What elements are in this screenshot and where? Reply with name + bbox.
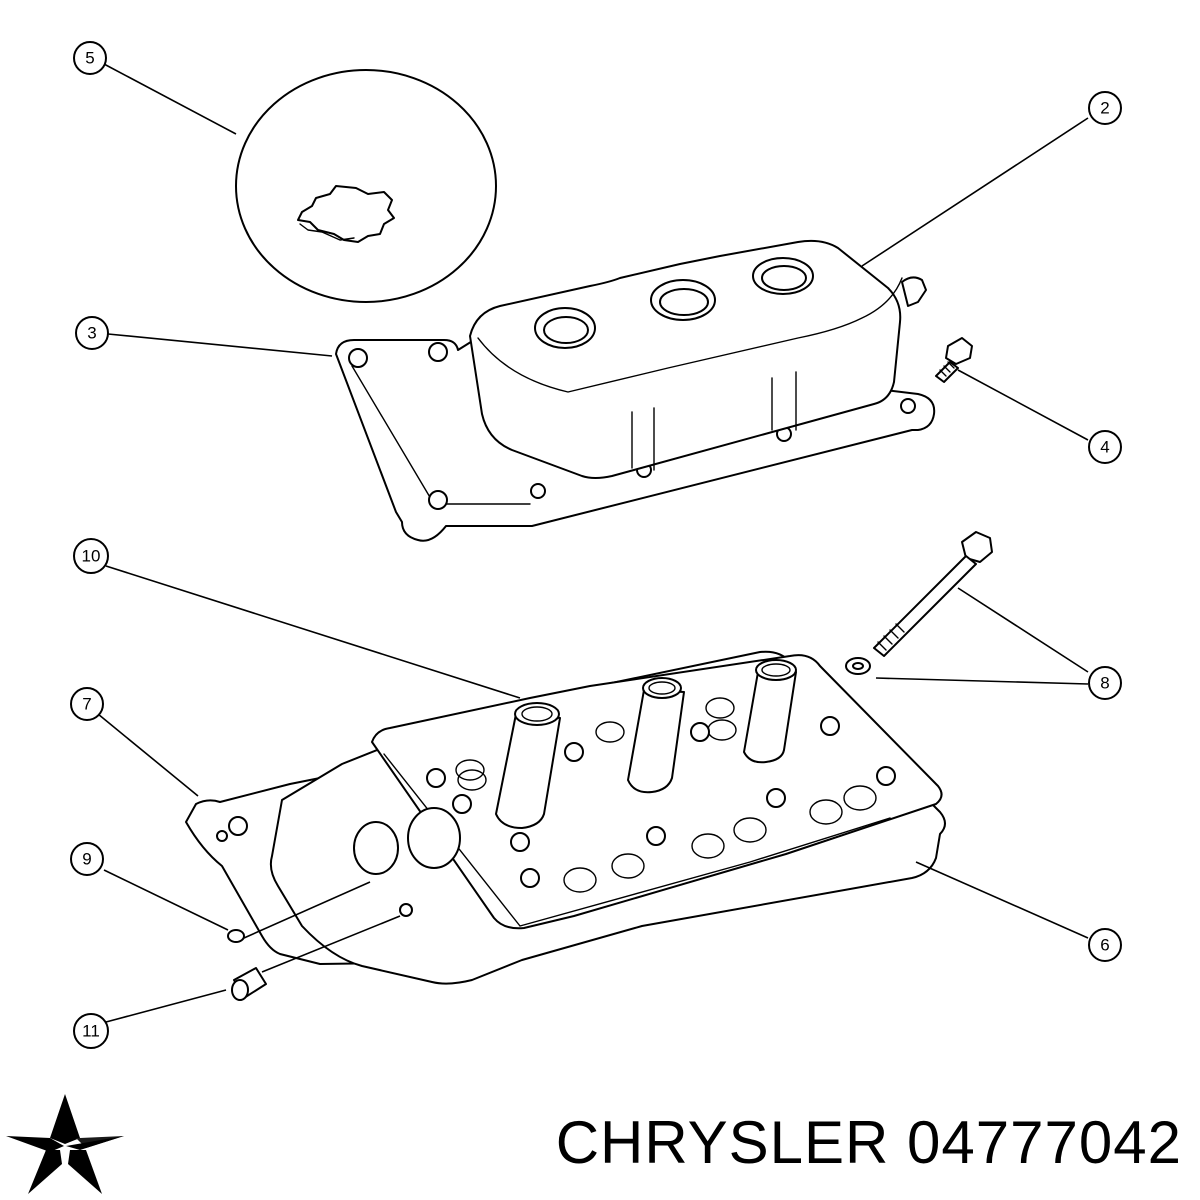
part-number-label: CHRYSLER 04777042 [555,1109,1182,1176]
callout-4: 4 [1088,430,1122,464]
callout-11-label: 11 [82,1022,100,1041]
callout-3-label: 3 [87,324,96,343]
callout-7: 7 [70,687,104,721]
callout-5-label: 5 [85,49,94,68]
callout-6: 6 [1088,928,1122,962]
valve-cover-assembly [335,239,936,542]
callout-2: 2 [1088,91,1122,125]
callout-9: 9 [70,842,104,876]
callout-4-label: 4 [1100,438,1109,457]
callout-2-label: 2 [1100,99,1109,118]
head-bolt-and-washer [845,531,993,675]
detail-view-oil-cap [235,69,497,303]
callout-7-label: 7 [82,695,91,714]
callout-10: 10 [73,538,109,574]
cover-bolt [935,337,973,383]
cylinder-head-assembly [185,650,946,1001]
callout-8: 8 [1088,666,1122,700]
callout-5: 5 [73,41,107,75]
callout-3: 3 [75,316,109,350]
pentastar-icon [6,1094,124,1194]
callout-10-label: 10 [82,547,101,566]
callout-9-label: 9 [82,850,91,869]
leader-lines [97,63,1089,1023]
callout-6-label: 6 [1100,936,1109,955]
callout-11: 11 [73,1013,109,1049]
callout-8-label: 8 [1100,674,1109,693]
